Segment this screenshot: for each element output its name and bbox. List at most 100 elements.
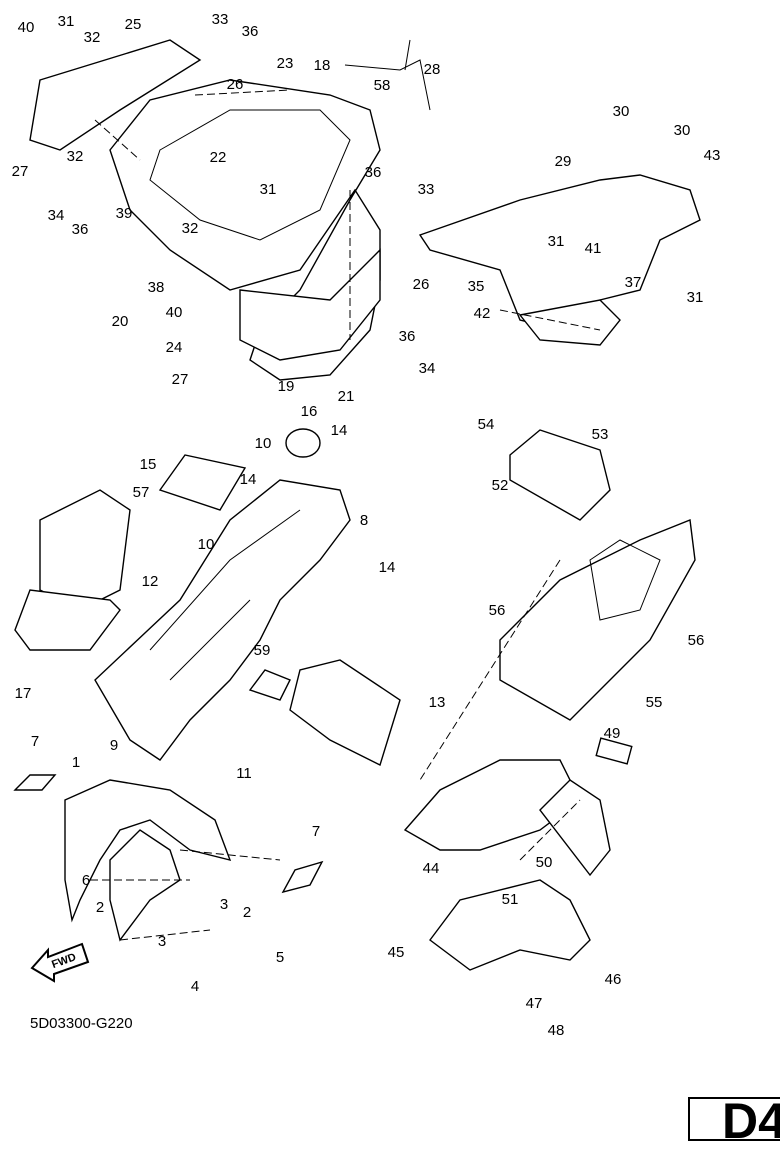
callout-34: 34 — [48, 207, 65, 224]
seat-bracket — [418, 174, 701, 331]
callout-49: 49 — [604, 725, 621, 742]
fwd-arrow-icon: FWD — [30, 942, 90, 983]
mud-flap-45 — [429, 879, 591, 971]
callout-36: 36 — [72, 221, 89, 238]
reflector-49 — [595, 737, 633, 765]
callout-21: 21 — [338, 388, 355, 405]
callout-37: 37 — [625, 274, 642, 291]
assembly-line — [90, 89, 601, 941]
rear-cover-detail — [589, 539, 661, 621]
callout-36: 36 — [242, 23, 259, 40]
rear-fender-detail — [149, 509, 301, 681]
callout-3: 3 — [220, 896, 228, 913]
callout-31: 31 — [260, 181, 277, 198]
rear-fender-inner — [94, 479, 351, 761]
callout-35: 35 — [468, 278, 485, 295]
callout-47: 47 — [526, 995, 543, 1012]
callout-30: 30 — [674, 122, 691, 139]
callout-40: 40 — [18, 19, 35, 36]
callout-55: 55 — [646, 694, 663, 711]
callout-27: 27 — [12, 163, 29, 180]
callout-31: 31 — [687, 289, 704, 306]
callout-14: 14 — [379, 559, 396, 576]
callout-12: 12 — [142, 573, 159, 590]
callout-26: 26 — [227, 76, 244, 93]
callout-8: 8 — [360, 512, 368, 529]
callout-2: 2 — [243, 904, 251, 921]
seat-cowl-inner — [149, 109, 351, 241]
callout-59: 59 — [254, 642, 271, 659]
callout-17: 17 — [15, 685, 32, 702]
decal-7-left — [13, 774, 57, 791]
callout-16: 16 — [301, 403, 318, 420]
seat-bracket-plate — [518, 299, 621, 346]
callout-11: 11 — [236, 765, 252, 782]
callout-13: 13 — [429, 694, 446, 711]
callout-32: 32 — [67, 148, 84, 165]
callout-26: 26 — [413, 276, 430, 293]
decal-7-right — [281, 860, 324, 894]
callout-33: 33 — [418, 181, 435, 198]
side-cover-left — [29, 39, 202, 151]
callout-46: 46 — [605, 971, 622, 988]
callout-4: 4 — [191, 978, 199, 995]
callout-34: 34 — [419, 360, 436, 377]
seat-cowl-tail — [239, 248, 381, 361]
callout-9: 9 — [110, 737, 118, 754]
callout-53: 53 — [592, 426, 609, 443]
callout-19: 19 — [278, 378, 295, 395]
page-id: D4 — [722, 1093, 780, 1149]
battery-box — [39, 489, 131, 611]
callout-28: 28 — [424, 61, 441, 78]
callout-1: 1 — [72, 754, 80, 771]
callout-3: 3 — [158, 933, 166, 950]
callout-31: 31 — [58, 13, 75, 30]
battery-band — [158, 454, 247, 511]
callout-15: 15 — [140, 456, 157, 473]
parts-outlines — [13, 39, 701, 971]
callout-40: 40 — [166, 304, 183, 321]
callout-25: 25 — [125, 16, 142, 33]
callout-33: 33 — [212, 11, 229, 28]
sheet-13 — [289, 659, 401, 766]
callout-54: 54 — [478, 416, 495, 433]
callout-27: 27 — [172, 371, 189, 388]
callout-32: 32 — [182, 220, 199, 237]
bracket-53 — [509, 429, 611, 521]
callout-36: 36 — [399, 328, 416, 345]
callout-7: 7 — [312, 823, 320, 840]
grommet-16 — [285, 428, 321, 458]
callout-41: 41 — [585, 240, 602, 257]
callout-50: 50 — [536, 854, 553, 871]
callout-36: 36 — [365, 164, 382, 181]
callout-18: 18 — [314, 57, 331, 74]
sheet-59 — [248, 669, 291, 701]
callout-38: 38 — [148, 279, 165, 296]
callout-6: 6 — [82, 872, 90, 889]
callout-31: 31 — [548, 233, 565, 250]
callout-30: 30 — [613, 103, 630, 120]
callout-39: 39 — [116, 205, 133, 222]
callout-32: 32 — [84, 29, 101, 46]
front-fender-stay — [109, 829, 181, 942]
callout-44: 44 — [423, 860, 440, 877]
callout-5: 5 — [276, 949, 284, 966]
callout-43: 43 — [704, 147, 721, 164]
stay-28 — [344, 39, 431, 111]
callout-10: 10 — [198, 536, 215, 553]
battery-cover-17 — [14, 589, 121, 651]
callout-42: 42 — [474, 305, 491, 322]
drawing-code: 5D03300-G220 — [30, 1015, 133, 1032]
callout-14: 14 — [331, 422, 348, 439]
callout-48: 48 — [548, 1022, 565, 1039]
callout-29: 29 — [555, 153, 572, 170]
callout-52: 52 — [492, 477, 509, 494]
callout-58: 58 — [374, 77, 391, 94]
page-id-box: D4 — [688, 1093, 780, 1149]
callout-24: 24 — [166, 339, 183, 356]
callout-45: 45 — [388, 944, 405, 961]
callout-7: 7 — [31, 733, 39, 750]
